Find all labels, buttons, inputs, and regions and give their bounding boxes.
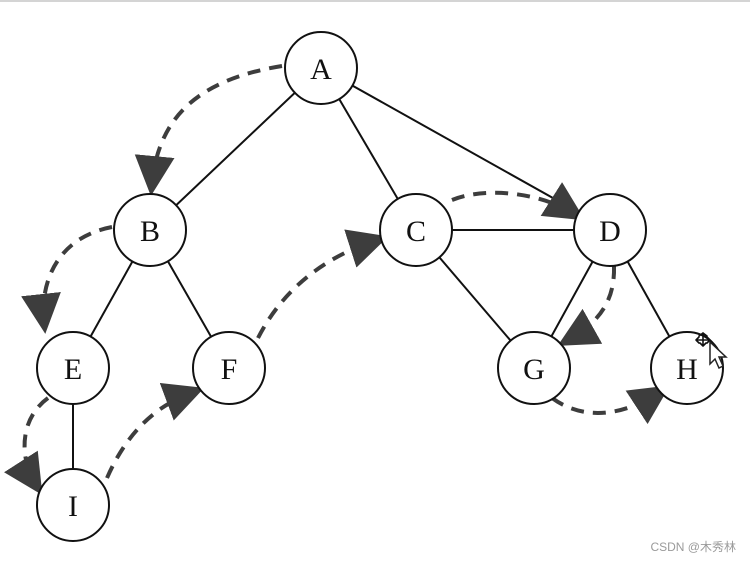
node-label-d: D bbox=[599, 215, 621, 248]
node-label-c: C bbox=[406, 215, 426, 248]
traversal-arrow-c-d bbox=[451, 182, 586, 221]
node-label-b: B bbox=[140, 215, 160, 248]
watermark-text: CSDN @木秀林 bbox=[650, 540, 736, 554]
node-circle-d bbox=[573, 193, 647, 267]
node-label-i: I bbox=[68, 490, 78, 523]
node-circle-f bbox=[192, 331, 266, 405]
node-g: G bbox=[497, 331, 571, 405]
node-label-g: G bbox=[523, 353, 545, 386]
move-cursor-icon bbox=[695, 332, 728, 370]
traversal-arrow-i-f bbox=[105, 383, 205, 479]
node-h: H bbox=[650, 331, 724, 405]
node-label-f: F bbox=[221, 353, 238, 386]
top-divider bbox=[0, 0, 750, 2]
edge-a-d bbox=[320, 67, 611, 231]
node-circle-g bbox=[497, 331, 571, 405]
traversal-arrow-d-g bbox=[557, 265, 617, 346]
node-circle-c bbox=[379, 193, 453, 267]
node-circle-h bbox=[650, 331, 724, 405]
node-d: D bbox=[573, 193, 647, 267]
node-circle-i bbox=[36, 468, 110, 542]
node-e: E bbox=[36, 331, 110, 405]
traversal-arrow-e-i bbox=[4, 396, 50, 496]
node-label-a: A bbox=[310, 53, 332, 86]
traversal-arrow-b-e bbox=[21, 225, 113, 334]
node-label-e: E bbox=[64, 353, 82, 386]
traversal-arrow-a-b bbox=[134, 64, 283, 196]
node-circle-b bbox=[113, 193, 187, 267]
node-f: F bbox=[192, 331, 266, 405]
node-i: I bbox=[36, 468, 110, 542]
node-b: B bbox=[113, 193, 187, 267]
node-circle-a bbox=[284, 31, 358, 105]
traversal-arrow-g-h bbox=[550, 385, 671, 425]
edge-a-b bbox=[149, 67, 322, 231]
traversal-layer bbox=[4, 64, 671, 496]
node-circle-e bbox=[36, 331, 110, 405]
node-a: A bbox=[284, 31, 358, 105]
nodes-layer: A B C D E F G H I bbox=[36, 31, 724, 542]
node-c: C bbox=[379, 193, 453, 267]
traversal-arrow-f-c bbox=[256, 229, 389, 339]
node-label-h: H bbox=[676, 353, 698, 386]
